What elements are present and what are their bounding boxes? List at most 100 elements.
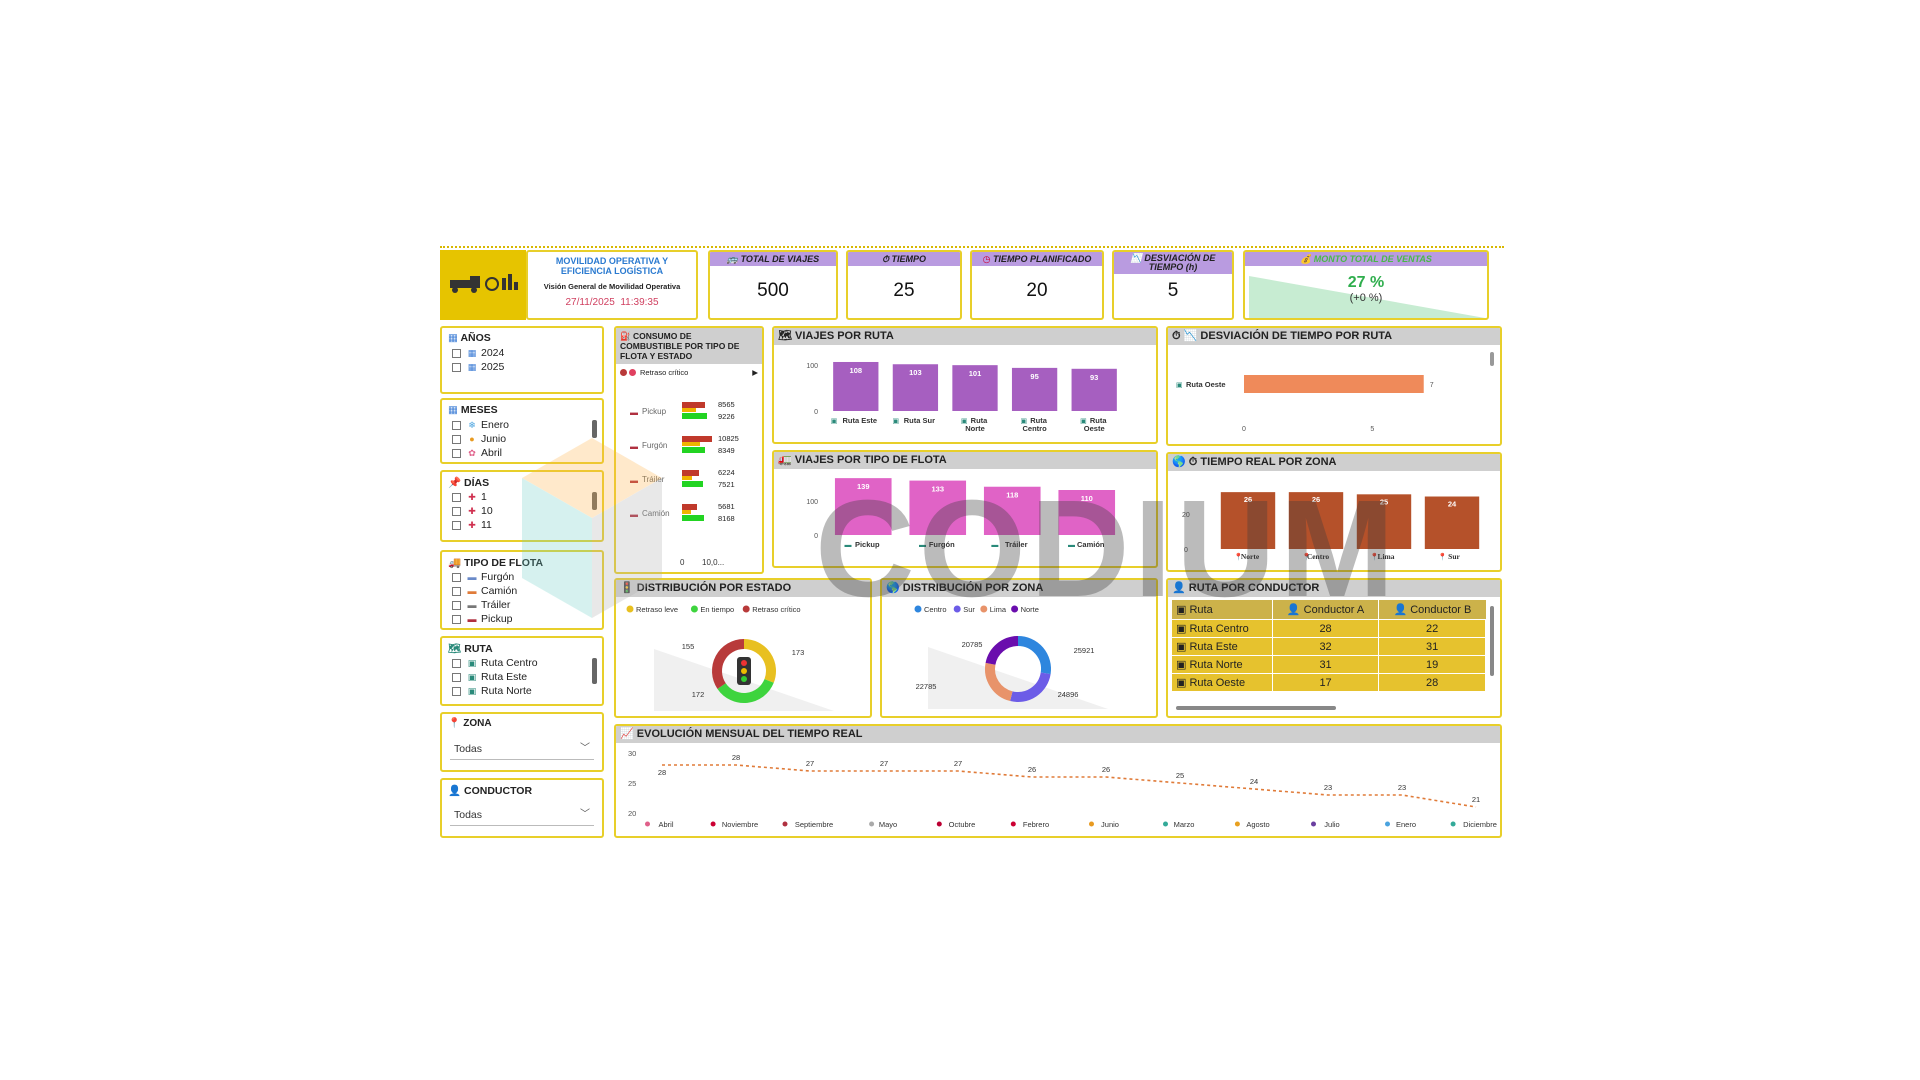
consumo-row: ▬Camión56818168 (616, 502, 762, 532)
table-horizontal-scrollbar[interactable] (1176, 706, 1336, 710)
data-label: 26 (1028, 765, 1036, 774)
table-vertical-scrollbar[interactable] (1490, 606, 1494, 676)
checkbox[interactable] (452, 614, 461, 624)
zona-dropdown[interactable]: Todas ﹀ (450, 738, 594, 760)
checkbox[interactable] (452, 362, 461, 372)
slicer-meses-item[interactable]: ✿Abril (442, 446, 602, 460)
col-header-conductor-b[interactable]: 👤 Conductor B (1393, 604, 1472, 616)
dashboard: MOVILIDAD OPERATIVA Y EFICIENCIA LOGÍSTI… (440, 246, 1504, 846)
slicer-anios-item[interactable]: ▦2025 (442, 360, 602, 374)
legend-label: Retraso crítico (752, 605, 800, 614)
data-label: 6224 (718, 468, 735, 477)
slicer-dias-item[interactable]: ✚10 (442, 504, 602, 518)
slicer-dias-item[interactable]: ✚11 (442, 518, 602, 532)
slicer-tipo-flota-item[interactable]: ▬Furgón (442, 570, 602, 584)
checkbox[interactable] (452, 572, 461, 582)
col-header-ruta[interactable]: ▣ Ruta (1172, 600, 1273, 620)
chevron-down-icon[interactable]: ﹀ (580, 809, 590, 820)
slicer-tipo-flota-item[interactable]: ▬Tráiler (442, 598, 602, 612)
map-icon: ▣ (467, 686, 477, 696)
slicer-meses-scrollbar[interactable] (592, 420, 597, 438)
bus-icon: 🚌 (726, 254, 739, 264)
bar-mid (682, 408, 696, 412)
bar-ruta-centro (1011, 367, 1058, 411)
slicer-ruta-item[interactable]: ▣Ruta Centro (442, 656, 602, 670)
checkbox[interactable] (452, 448, 461, 458)
kpi-tiempo-planificado: ◷ TIEMPO PLANIFICADO 20 (970, 250, 1104, 320)
vehicle-icon: ▬ (630, 510, 638, 519)
kpi-monto-value: 27 % (1347, 274, 1385, 291)
slicer-ruta-scrollbar[interactable] (592, 658, 597, 684)
slicer-dias-item[interactable]: ✚1 (442, 490, 602, 504)
bar-en-tiempo (682, 413, 708, 419)
legend-next-arrow-icon[interactable]: ▶ (752, 368, 758, 377)
slice-0 (1017, 636, 1051, 675)
checkbox[interactable] (452, 420, 461, 430)
truck-logo-icon (450, 274, 518, 293)
bar-en-tiempo (682, 447, 705, 453)
x-tick-label: Tráiler (1005, 540, 1028, 549)
legend-dot-icon (914, 605, 922, 613)
slicer-meses: ▦ MESES ❄Enero ●Junio ✿Abril (440, 398, 604, 464)
slice-0 (743, 639, 776, 683)
consumo-legend: Retraso crítico ▶ (616, 364, 762, 381)
ruta-conductor-panel: 👤 RUTA POR CONDUCTOR ▣ Ruta 👤 Conductor … (1166, 578, 1502, 718)
checkbox[interactable] (452, 348, 461, 358)
x-tick-label: Junio (1101, 820, 1119, 829)
vehicle-icon: ▬ (630, 408, 638, 417)
data-label: 23 (1398, 783, 1406, 792)
slicer-tipo-flota-item[interactable]: ▬Pickup (442, 612, 602, 626)
desviacion-ruta-title: ⏱ 📉 DESVIACIÓN DE TIEMPO POR RUTA (1168, 328, 1500, 345)
data-label: 26 (1244, 495, 1252, 504)
x-tick-label: Agosto (1246, 820, 1269, 829)
x-tick-label: Centro (1307, 552, 1330, 561)
consumo-row-label: Furgón (642, 441, 668, 450)
data-label: 103 (909, 368, 922, 377)
consumo-axis-0: 0 (680, 558, 685, 567)
checkbox[interactable] (452, 506, 461, 516)
slicer-ruta-item[interactable]: ▣Ruta Norte (442, 684, 602, 698)
data-label: 27 (954, 759, 962, 768)
tiempo-zona-title: 🌎 ⏱ TIEMPO REAL POR ZONA (1168, 454, 1500, 471)
desviacion-scrollbar[interactable] (1490, 352, 1494, 366)
data-label: 23 (1324, 783, 1332, 792)
checkbox[interactable] (452, 600, 461, 610)
checkbox[interactable] (452, 586, 461, 596)
checkbox[interactable] (452, 520, 461, 530)
checkbox[interactable] (452, 492, 461, 502)
month-icon (645, 821, 650, 827)
slicer-meses-item[interactable]: ●Junio (442, 432, 602, 446)
checkbox[interactable] (452, 672, 461, 682)
data-label: 25 (1380, 497, 1388, 506)
location-pin-icon: 📍 (448, 718, 461, 729)
col-header-conductor-a[interactable]: 👤 Conductor A (1272, 600, 1380, 620)
x-tick-label: Norte (965, 424, 985, 433)
slicer-anios-item[interactable]: ▦2024 (442, 346, 602, 360)
legend-dot-icon (620, 369, 627, 376)
date-text: 27/11/2025 (565, 297, 615, 308)
pickup-icon: ▬ (467, 614, 477, 624)
slicer-meses-item[interactable]: ❄Enero (442, 418, 602, 432)
slicer-dias-scrollbar[interactable] (592, 492, 597, 510)
conductor-dropdown[interactable]: Todas ﹀ (450, 804, 594, 826)
legend-label: Lima (990, 605, 1007, 614)
slicer-tipo-flota-item[interactable]: ▬Camión (442, 584, 602, 598)
checkbox[interactable] (452, 686, 461, 696)
chevron-down-icon[interactable]: ﹀ (580, 743, 590, 754)
checkbox[interactable] (452, 434, 461, 444)
legend-dot-icon (953, 605, 961, 613)
traffic-light-icon: 🚦 (620, 582, 634, 594)
ruta-conductor-table: ▣ Ruta 👤 Conductor A 👤 Conductor B ▣ Rut… (1172, 600, 1486, 691)
checkbox[interactable] (452, 658, 461, 668)
x-tick-label: Marzo (1174, 820, 1195, 829)
data-label: 20785 (962, 640, 983, 649)
slicer-ruta-item[interactable]: ▣Ruta Este (442, 670, 602, 684)
